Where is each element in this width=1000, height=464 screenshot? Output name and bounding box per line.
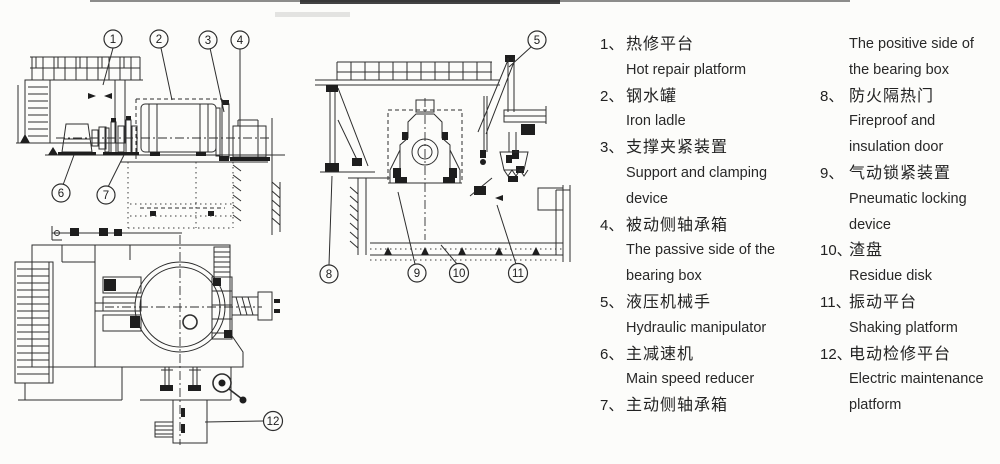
legend-item-4-zh: 4、被动侧轴承箱: [600, 213, 818, 239]
legend-item-7-en2: the bearing box: [849, 61, 949, 78]
legend-item-4-en: The passive side of the: [626, 242, 776, 259]
legend-item-3-number: 3、: [600, 139, 624, 157]
svg-text:3: 3: [205, 35, 211, 47]
callout-1: 1: [103, 29, 123, 49]
legend-item-12-zh: 12、电动检修平台: [820, 342, 1000, 368]
svg-text:4: 4: [237, 35, 244, 47]
legend-item-8-number: 8、: [820, 87, 844, 105]
svg-text:11: 11: [512, 268, 524, 280]
legend-item-6-zh: 6、主减速机: [600, 342, 818, 368]
callout-9: 9: [407, 263, 427, 283]
scan-artifact-line-dark: [300, 0, 560, 4]
legend-item-2-zh: 2、钢水罐: [600, 84, 818, 110]
legend-item-7-en: The positive side of: [849, 36, 974, 52]
callout-6: 6: [51, 183, 71, 203]
legend-item-4-chinese: 被动侧轴承箱: [626, 216, 729, 234]
legend-item-9-en2: device: [849, 216, 891, 233]
legend-item-10-en: Residue disk: [849, 268, 933, 285]
svg-text:1: 1: [110, 34, 116, 46]
legend-item-8-en2: insulation door: [849, 139, 944, 156]
legend-item-3-chinese: 支撑夹紧装置: [626, 139, 729, 157]
callout-11: 11: [507, 262, 529, 284]
callout-2: 2: [149, 29, 169, 49]
legend-item-3-en: Support and clamping: [626, 164, 768, 181]
svg-text:9: 9: [414, 268, 420, 280]
legend-item-5-zh: 5、液压机械手: [600, 290, 818, 316]
legend-item-1-zh: 1、热修平台: [600, 32, 818, 58]
legend-item-6-chinese: 主减速机: [626, 345, 695, 363]
legend-item-9-chinese: 气动锁紧装置: [849, 164, 952, 182]
legend-item-9-number: 9、: [820, 164, 844, 182]
legend-item-7-zh: 7、主动侧轴承箱: [600, 393, 818, 419]
legend-column-2: The positive side of the bearing box 8、防…: [820, 32, 1000, 419]
plan-view-drawing: 12: [14, 203, 284, 445]
svg-text:2: 2: [156, 34, 162, 46]
machine-drawings: 1 2 3 4 6 7: [14, 29, 571, 445]
legend-item-12-number: 12、: [820, 345, 852, 363]
legend-item-5-en: Hydraulic manipulator: [626, 319, 767, 336]
legend-item-4-number: 4、: [600, 216, 624, 234]
legend-item-9-zh: 9、气动锁紧装置: [820, 161, 1000, 187]
legend-item-1-number: 1、: [600, 36, 624, 53]
legend-item-1-en: Hot repair platform: [626, 61, 747, 78]
legend-item-10-number: 10、: [820, 242, 852, 260]
callout-7: 7: [96, 185, 116, 205]
svg-text:5: 5: [534, 35, 540, 47]
legend-item-10-zh: 10、渣盘: [820, 238, 1000, 264]
legend-item-8-chinese: 防火隔热门: [849, 87, 935, 105]
end-view-drawing: 5 8 9 10 11: [315, 30, 571, 284]
callout-8: 8: [319, 264, 339, 284]
callout-12: 12: [262, 410, 284, 432]
legend-item-6-en: Main speed reducer: [626, 371, 755, 388]
legend-item-8-en: Fireproof and: [849, 113, 936, 130]
callout-3: 3: [198, 30, 218, 50]
legend-item-12-en: Electric maintenance: [849, 371, 984, 388]
legend-item-11-chinese: 振动平台: [849, 293, 918, 311]
legend-item-4-en2: bearing box: [626, 268, 702, 285]
svg-text:6: 6: [58, 188, 64, 200]
legend-item-6-number: 6、: [600, 345, 624, 363]
legend-item-5-number: 5、: [600, 293, 624, 311]
legend-item-10-chinese: 渣盘: [849, 242, 884, 260]
legend-item-11-en: Shaking platform: [849, 319, 958, 336]
callout-5: 5: [527, 30, 547, 50]
legend-item-3-en2: device: [626, 190, 668, 207]
svg-text:7: 7: [103, 190, 109, 202]
legend-item-7-number: 7、: [600, 397, 624, 415]
legend-item-9-en: Pneumatic locking: [849, 190, 967, 207]
legend-item-12-en2: platform: [849, 397, 902, 414]
svg-text:12: 12: [267, 416, 280, 428]
legend-item-5-chinese: 液压机械手: [626, 293, 712, 311]
legend-item-11-number: 11、: [820, 293, 851, 311]
svg-text:10: 10: [453, 268, 466, 280]
callout-4: 4: [230, 30, 250, 50]
legend-item-2-chinese: 钢水罐: [626, 87, 678, 105]
legend-item-2-number: 2、: [600, 87, 624, 105]
legend-item-2-en: Iron ladle: [626, 113, 686, 130]
legend-item-3-zh: 3、支撑夹紧装置: [600, 135, 818, 161]
legend-item-11-zh: 11、振动平台: [820, 290, 1000, 316]
legend-item-8-zh: 8、防火隔热门: [820, 84, 1000, 110]
side-view-drawing: 1 2 3 4 6 7: [16, 29, 285, 235]
legend-item-7-chinese: 主动侧轴承箱: [626, 397, 729, 415]
svg-text:8: 8: [326, 269, 332, 281]
scan-artifact-smudge: [275, 12, 350, 17]
legend-item-1-chinese: 热修平台: [626, 36, 695, 53]
legend-column-1: 1、热修平台 Hot repair platform 2、钢水罐 Iron la…: [600, 32, 818, 419]
callout-10: 10: [448, 262, 470, 284]
legend-item-12-chinese: 电动检修平台: [849, 345, 952, 363]
